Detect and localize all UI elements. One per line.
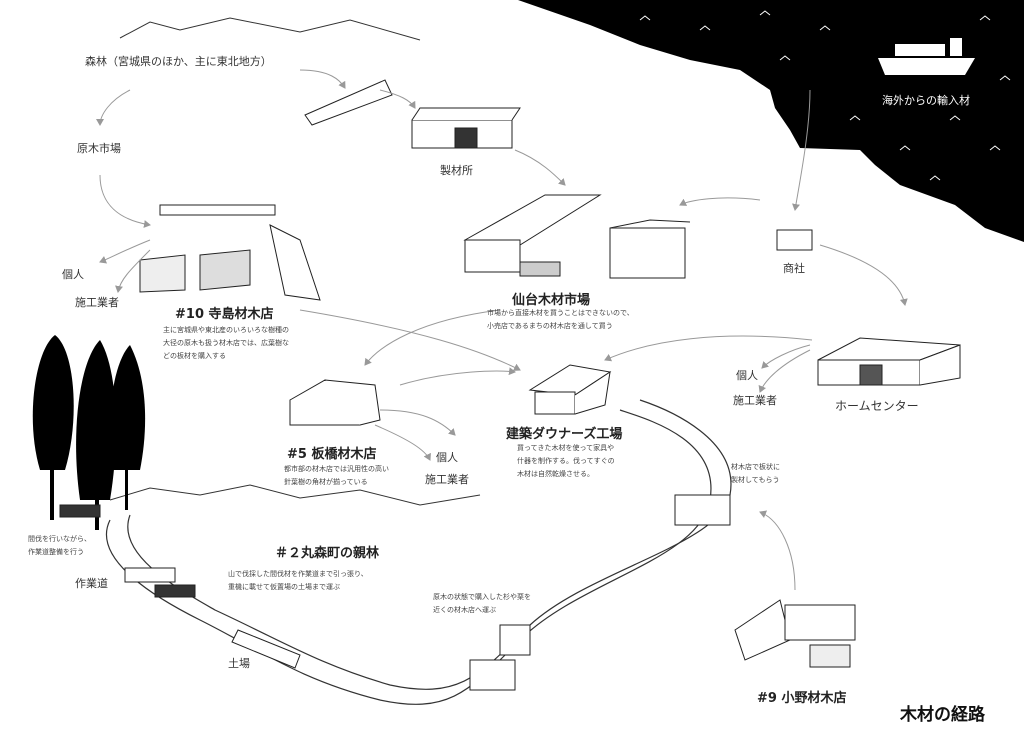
note-sawing: 材木店で板状に 製材してもらう <box>731 461 780 487</box>
cargo-ship-icon <box>878 38 975 75</box>
desc-line: 都市部の材木店では汎用性の高い <box>284 465 389 473</box>
desc-line: 市場から直接木材を買うことはできないので、 <box>487 309 634 317</box>
home-center-building <box>817 337 961 386</box>
ono-building <box>734 599 856 668</box>
sendai-market-building <box>463 194 691 279</box>
ono-name: #9 小野材木店 <box>757 691 847 706</box>
note-line: 作業道整備を行う <box>28 548 84 556</box>
forest-road <box>105 399 732 705</box>
truck-icon <box>469 494 731 691</box>
note-thinning: 間伐を行いながら、 作業道整備を行う <box>28 533 91 559</box>
downers-factory-building <box>528 364 612 415</box>
sendai-name: 仙台木材市場 <box>512 293 591 308</box>
diagram-title: 木材の経路 <box>900 705 985 725</box>
label-sawmill: 製材所 <box>440 164 473 177</box>
excavator-icon <box>59 504 196 598</box>
desc-line: 木材は自然乾燥させる。 <box>517 470 594 478</box>
note-line: 近くの材木店へ運ぶ <box>433 606 496 614</box>
label-log-market: 原木市場 <box>77 142 121 155</box>
itabashi-name: #5 板橋材木店 <box>287 447 377 462</box>
downers-name: 建築ダウナーズ工場 <box>506 427 623 442</box>
label-landing: 土場 <box>228 657 250 670</box>
cedar-trees <box>32 335 146 530</box>
desc-line: 小売店であるまちの材木店を通して買う <box>487 322 613 330</box>
label-individual-2: 個人 <box>736 369 758 382</box>
terashima-building <box>139 204 321 301</box>
trading-company-building <box>776 229 813 251</box>
terashima-desc: 主に宮城県や東北産のいろいろな樹種の 大径の原木も扱う材木店では、広葉樹な どの… <box>163 324 289 363</box>
wave-marks <box>639 10 1011 181</box>
note-line: 製材してもらう <box>731 476 780 484</box>
desc-line: どの板材を購入する <box>163 352 226 360</box>
flow-arrows <box>96 69 908 591</box>
marumori-desc: 山で伐採した間伐材を作業道まで引っ張り、 重機に載せて仮置場の土場まで運ぶ <box>228 568 368 594</box>
mountains <box>109 17 481 506</box>
label-individual-3: 個人 <box>436 451 458 464</box>
label-contractor-3: 施工業者 <box>425 473 469 486</box>
desc-line: 重機に載せて仮置場の土場まで運ぶ <box>228 583 340 591</box>
desc-line: 山で伐採した間伐材を作業道まで引っ張り、 <box>228 570 368 578</box>
label-forest: 森林（宮城県のほか、主に東北地方） <box>85 55 272 68</box>
label-trading-company: 商社 <box>783 262 805 275</box>
downers-desc: 買ってきた木材を使って家具や 什器を制作する。伐ってすぐの 木材は自然乾燥させる… <box>517 442 615 481</box>
itabashi-desc: 都市部の材木店では汎用性の高い 針葉樹の角材が揃っている <box>284 463 389 489</box>
marumori-name: ＃２丸森町の親林 <box>275 546 380 561</box>
desc-line: 針葉樹の角材が揃っている <box>284 478 368 486</box>
itabashi-building <box>289 379 381 426</box>
desc-line: 主に宮城県や東北産のいろいろな樹種の <box>163 326 289 334</box>
sea <box>518 0 1024 242</box>
label-individual-1: 個人 <box>62 268 84 281</box>
sendai-desc: 市場から直接木材を買うことはできないので、 小売店であるまちの材木店を通して買う <box>487 307 634 333</box>
terashima-name: #10 寺島材木店 <box>175 307 274 322</box>
desc-line: 大径の原木も扱う材木店では、広葉樹な <box>163 339 289 347</box>
sawmill-building <box>411 107 521 149</box>
log-pile <box>231 79 393 669</box>
label-work-road: 作業道 <box>75 577 108 590</box>
note-line: 原木の状態で購入した杉や栗を <box>433 593 531 601</box>
label-home-center: ホームセンター <box>835 399 919 413</box>
desc-line: 什器を制作する。伐ってすぐの <box>517 457 615 465</box>
label-contractor-1: 施工業者 <box>75 296 119 309</box>
label-import: 海外からの輸入材 <box>882 94 970 107</box>
note-line: 間伐を行いながら、 <box>28 535 91 543</box>
note-raw-purchase: 原木の状態で購入した杉や栗を 近くの材木店へ運ぶ <box>433 591 531 617</box>
desc-line: 買ってきた木材を使って家具や <box>517 444 615 452</box>
note-line: 材木店で板状に <box>731 463 780 471</box>
label-contractor-2: 施工業者 <box>733 394 777 407</box>
